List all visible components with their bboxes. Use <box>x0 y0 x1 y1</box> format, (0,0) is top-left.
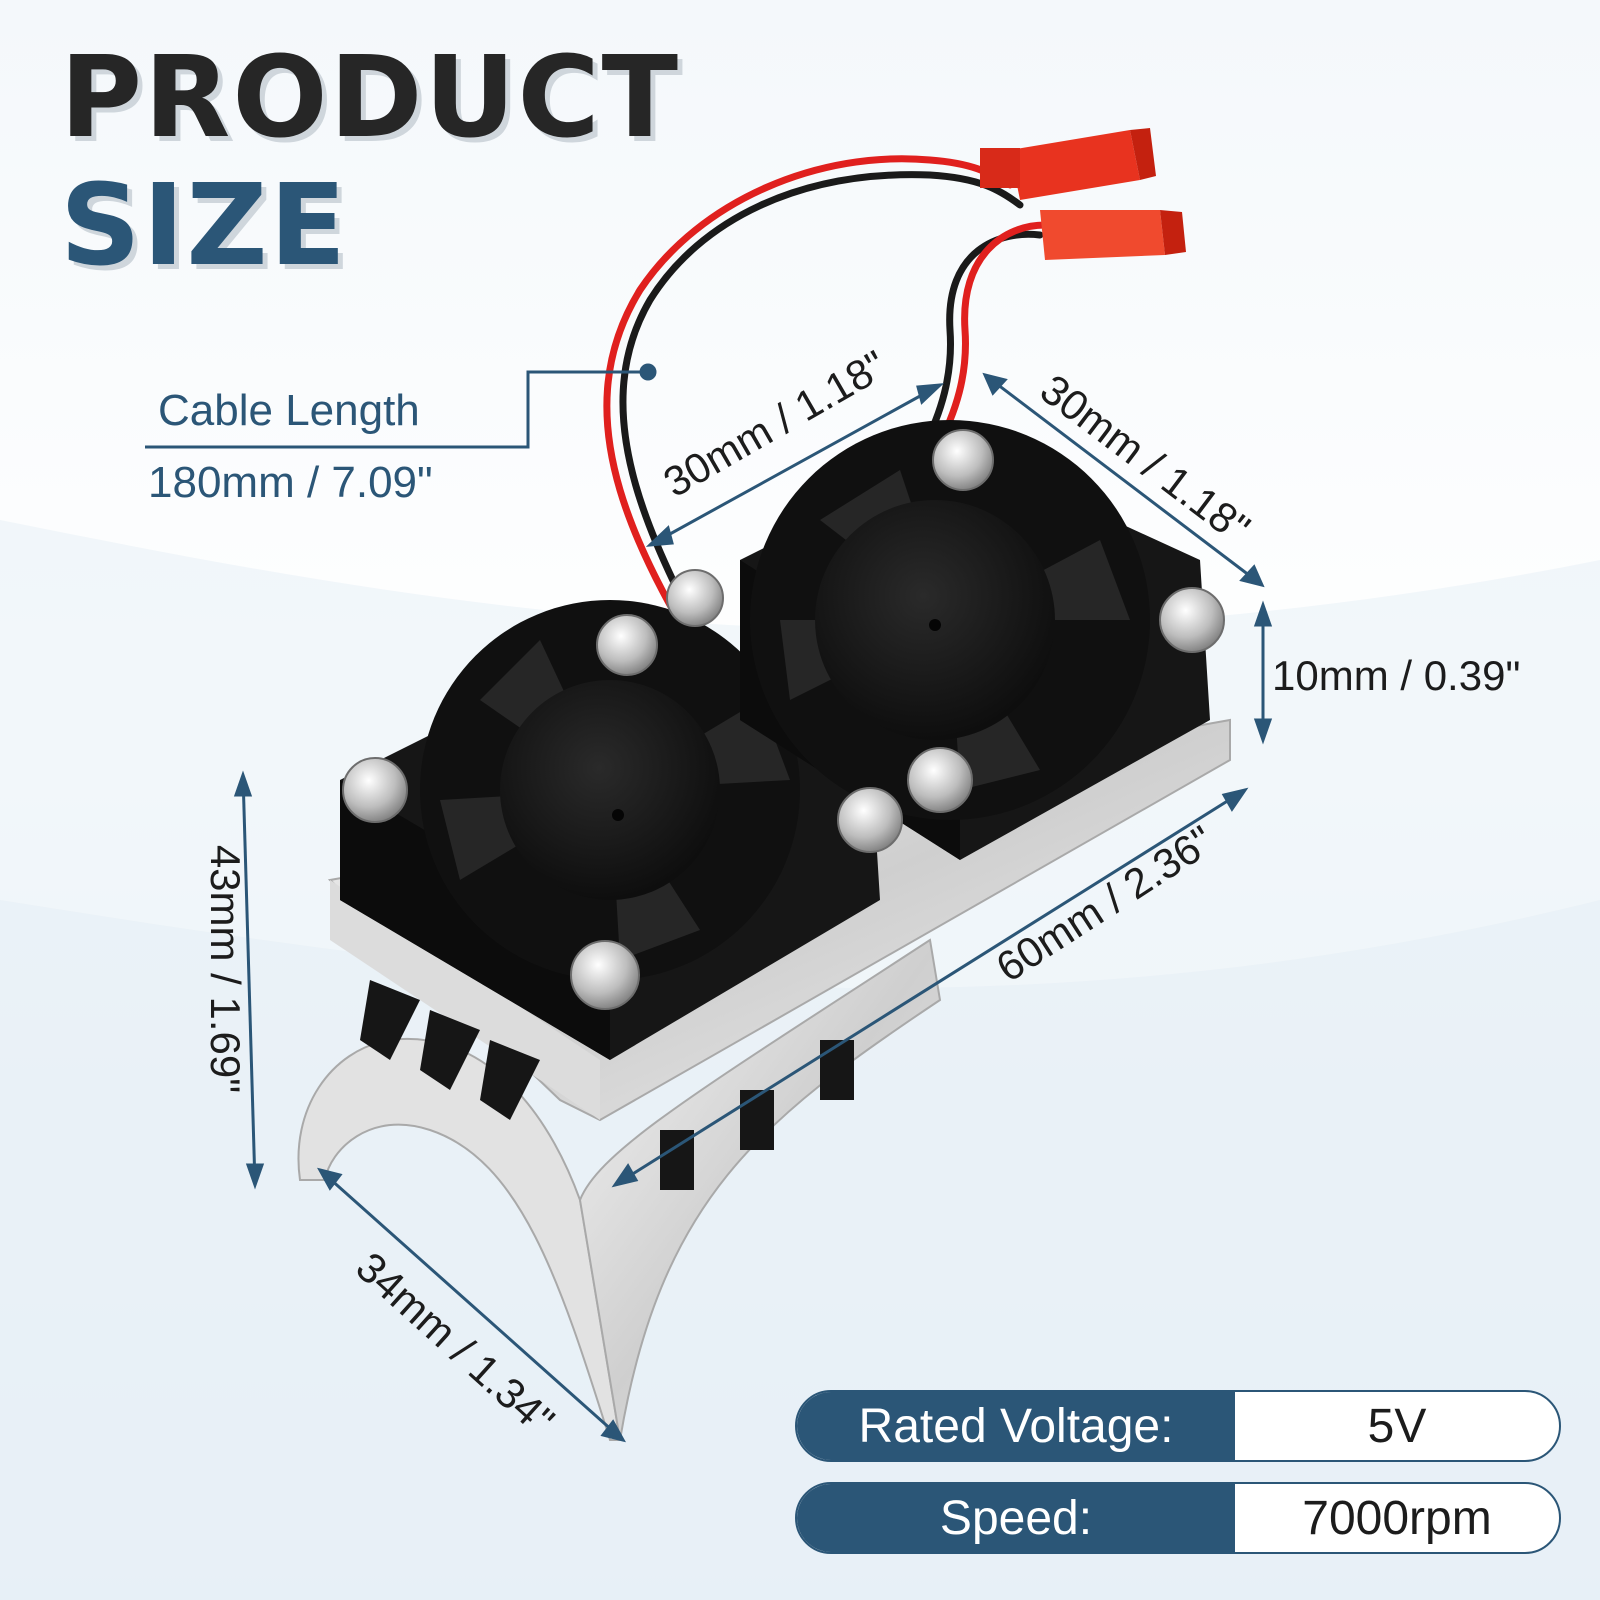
headline-product: PRODUCT <box>60 33 681 163</box>
spec-value: 5V <box>1367 1399 1427 1453</box>
screw <box>342 429 1225 1010</box>
spec-row-speed: Speed: 7000rpm <box>795 1482 1561 1554</box>
headline-size: SIZE <box>60 161 349 291</box>
cable-length-value: 180mm / 7.09" <box>148 458 433 507</box>
spec-value: 7000rpm <box>1302 1491 1492 1545</box>
dimension-lines <box>145 363 1273 1443</box>
fan-front <box>340 600 880 1060</box>
dim-fan-thickness: 10mm / 0.39" <box>1272 652 1521 699</box>
cable-length-label: Cable Length <box>158 386 420 435</box>
dim-height: 43mm / 1.69" <box>202 844 249 1094</box>
fan-back <box>740 420 1210 860</box>
connector <box>980 128 1186 260</box>
spec-key: Rated Voltage: <box>797 1392 1235 1460</box>
spec-key: Speed: <box>797 1484 1235 1552</box>
spec-row-voltage: Rated Voltage: 5V <box>795 1390 1561 1462</box>
